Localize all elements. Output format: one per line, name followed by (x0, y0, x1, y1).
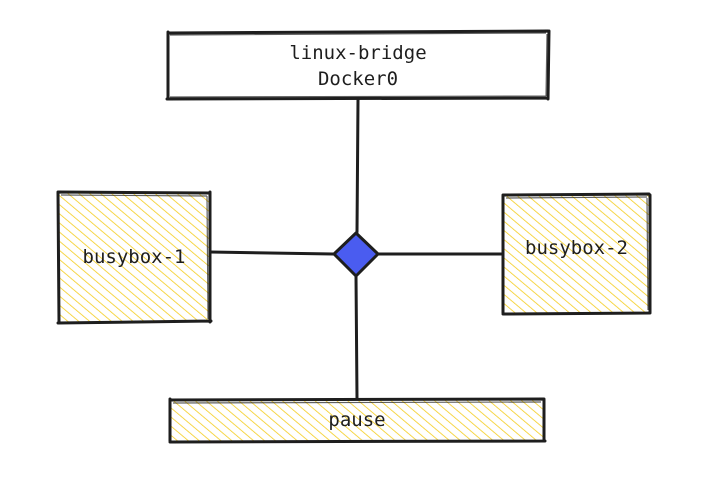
busybox-1-box (56, 190, 213, 325)
line-bridge-to-node (355, 98, 360, 234)
line-node-to-pause (354, 274, 359, 400)
busybox-2-box (501, 192, 652, 316)
bridge-box (165, 29, 551, 101)
diamond-node-icon (332, 231, 380, 278)
line-busybox1-to-node (208, 250, 335, 256)
pause-box (168, 397, 547, 444)
connector-lines (208, 98, 505, 400)
